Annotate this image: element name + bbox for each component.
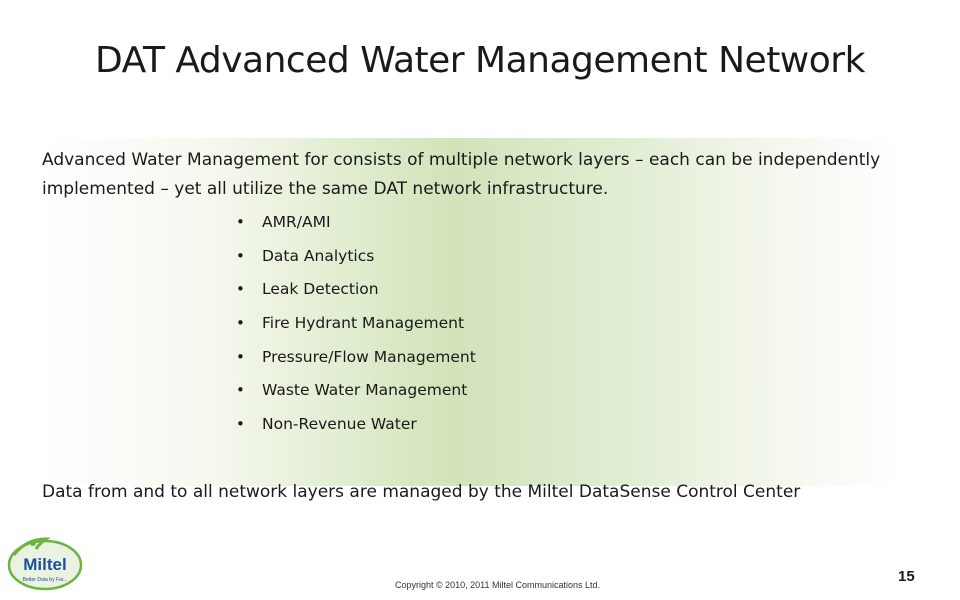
bullet-text: Waste Water Management <box>262 381 468 400</box>
slide-title: DAT Advanced Water Management Network <box>95 40 865 81</box>
intro-paragraph: Advanced Water Management for consists o… <box>42 150 881 199</box>
bullet-text: Fire Hydrant Management <box>262 314 465 333</box>
list-item: • Leak Detection <box>236 275 476 309</box>
bullet-text: Pressure/Flow Management <box>262 347 476 366</box>
copyright-notice: Copyright © 2010, 2011 Miltel Communicat… <box>395 580 601 590</box>
bullet-text: Data Analytics <box>262 246 375 265</box>
bullet-text: AMR/AMI <box>262 213 331 231</box>
summary-paragraph: Data from and to all network layers are … <box>42 482 801 502</box>
bullet-icon: • <box>236 415 245 434</box>
bullet-list: • AMR/AMI • Data Analytics • Leak Detection… <box>236 208 476 444</box>
list-item: • Pressure/Flow Management <box>236 343 476 377</box>
list-item: • Non-Revenue Water <box>236 410 476 444</box>
bullet-icon: • <box>236 314 245 333</box>
list-item: • Fire Hydrant Management <box>236 309 476 343</box>
bullet-text: Non-Revenue Water <box>262 415 417 434</box>
bullet-icon: • <box>236 213 245 231</box>
logo-tagline: Better Data by Far... <box>23 577 68 583</box>
miltel-logo: Miltel Better Data by Far... <box>7 537 83 591</box>
bullet-icon: • <box>236 246 245 265</box>
page-number: 15 <box>898 568 915 585</box>
bullet-icon: • <box>236 347 245 366</box>
bullet-icon: • <box>236 280 245 299</box>
bullet-text: Leak Detection <box>262 280 379 299</box>
background-gradient-band <box>40 138 902 486</box>
bullet-icon: • <box>236 381 245 400</box>
list-item: • AMR/AMI <box>236 208 476 242</box>
list-item: • Waste Water Management <box>236 376 476 410</box>
list-item: • Data Analytics <box>236 242 476 276</box>
logo-text: Miltel <box>23 555 66 574</box>
